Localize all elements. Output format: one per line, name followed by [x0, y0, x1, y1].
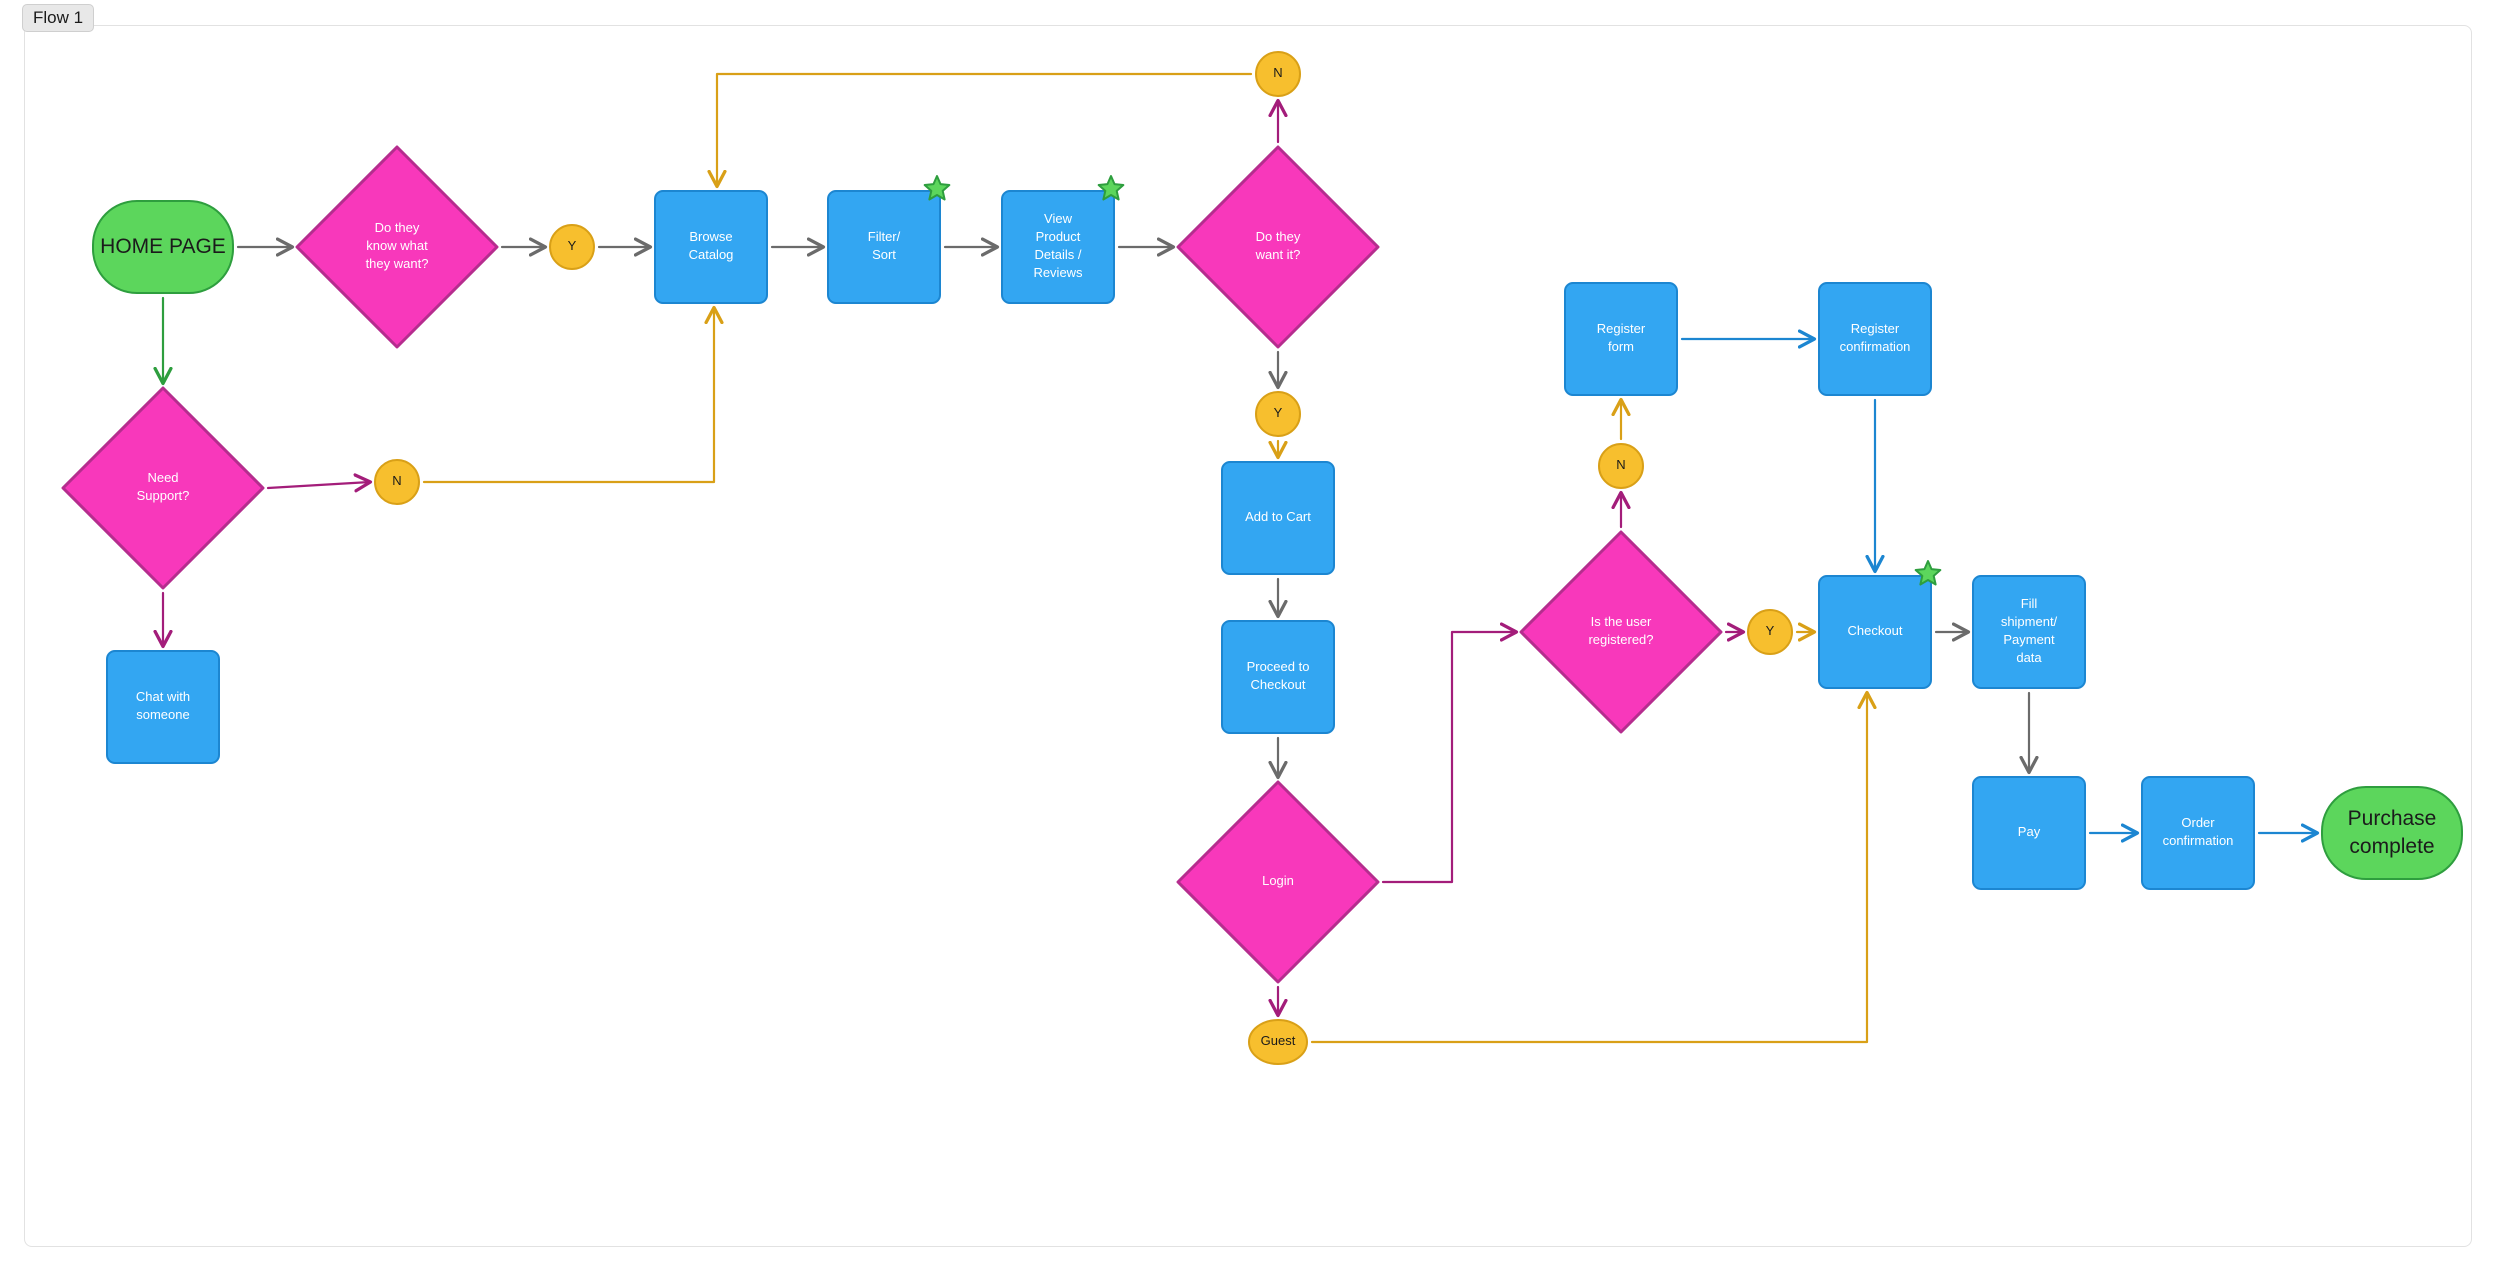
edge-need_support-to-n_left [266, 482, 370, 488]
node-label-n_top: N [1273, 65, 1282, 80]
node-label-pay: Pay [2018, 824, 2041, 839]
node-y1[interactable]: Y [549, 224, 595, 270]
node-label-y3: Y [1766, 623, 1775, 638]
node-filter_sort[interactable]: Filter/Sort [827, 175, 951, 304]
node-pay[interactable]: Pay [1972, 776, 2086, 890]
edge-n_top-to-browse_catalog [717, 72, 1253, 186]
star-badge-icon [923, 175, 951, 201]
node-checkout[interactable]: Checkout [1818, 560, 1942, 689]
node-label-filter_sort: Filter/Sort [868, 229, 901, 262]
node-home_page[interactable]: HOME PAGE [92, 200, 234, 294]
node-label-guest: Guest [1261, 1033, 1296, 1048]
star-badge-icon [1097, 175, 1125, 201]
node-n_top[interactable]: N [1255, 51, 1301, 97]
node-add_to_cart[interactable]: Add to Cart [1221, 461, 1335, 575]
node-n_left[interactable]: N [374, 459, 420, 505]
edge-n_left-to-browse_catalog [422, 308, 714, 484]
node-guest[interactable]: Guest [1248, 1019, 1308, 1065]
edge-login-to-is_user_registered [1381, 632, 1516, 884]
node-label-n_register: N [1616, 457, 1625, 472]
node-y2[interactable]: Y [1255, 391, 1301, 437]
edges-layer [163, 72, 2317, 1044]
node-label-login: Login [1262, 873, 1294, 888]
node-label-n_left: N [392, 473, 401, 488]
node-label-y2: Y [1274, 405, 1283, 420]
node-y3[interactable]: Y [1747, 609, 1793, 655]
node-label-add_to_cart: Add to Cart [1245, 509, 1311, 524]
node-label-y1: Y [568, 238, 577, 253]
node-label-home_page: HOME PAGE [100, 235, 226, 258]
tab-flow-1[interactable]: Flow 1 [22, 4, 95, 33]
node-n_register[interactable]: N [1598, 443, 1644, 489]
node-login[interactable]: Login [1176, 780, 1380, 984]
edge-guest-to-checkout [1310, 693, 1867, 1044]
star-badge-icon [1914, 560, 1942, 586]
node-label-checkout: Checkout [1848, 623, 1903, 638]
